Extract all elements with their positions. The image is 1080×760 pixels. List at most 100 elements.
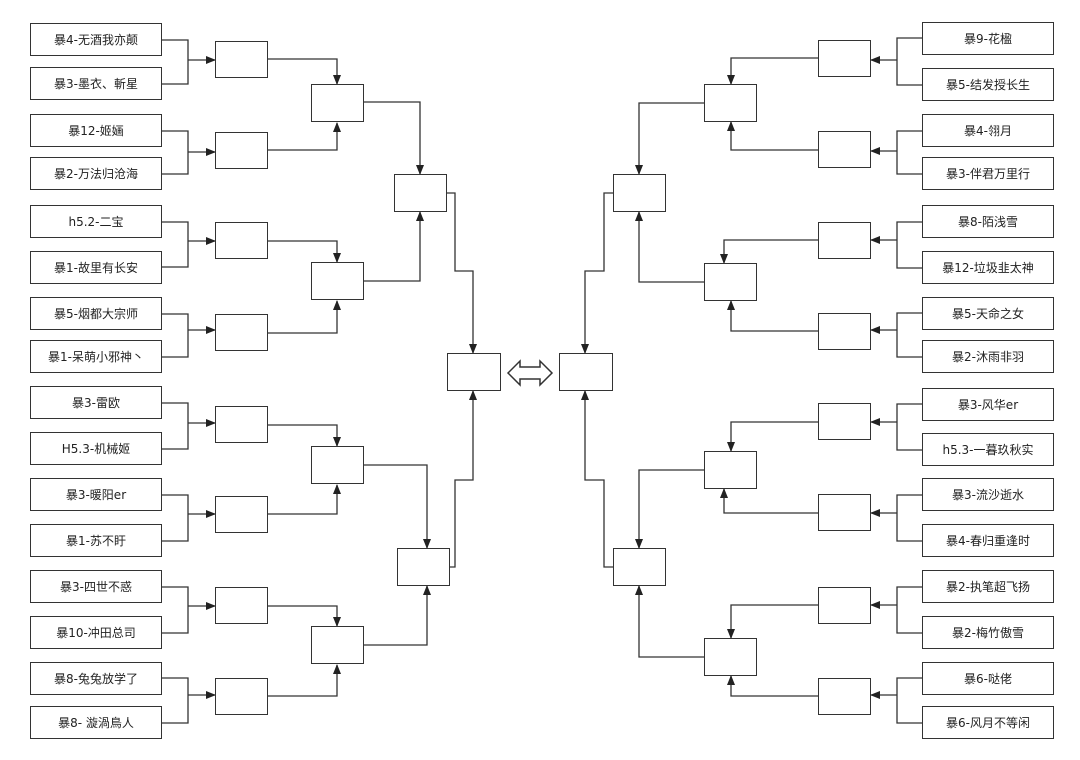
left-entrant-box: 暴4-无酒我亦颠 xyxy=(30,23,162,56)
right-round1-slot xyxy=(818,131,871,168)
bracket-arrow xyxy=(268,605,341,627)
left-round2-slot xyxy=(311,84,364,122)
right-entrant-box: 暴12-垃圾韭太神 xyxy=(922,251,1054,284)
right-entrant-box: 暴4-翎月 xyxy=(922,114,1054,147)
right-semifinal-slot xyxy=(613,174,666,212)
bracket-arrow xyxy=(447,192,477,354)
right-round1-slot xyxy=(818,40,871,77)
right-entrant-box: 暴3-流沙逝水 xyxy=(922,478,1054,511)
left-entrant-box: 暴12-姬婳 xyxy=(30,114,162,147)
bracket-arrow xyxy=(268,122,341,151)
right-entrant-box: 暴5-天命之女 xyxy=(922,297,1054,330)
right-entrant-box: 暴6-风月不等闲 xyxy=(922,706,1054,739)
bracket-arrow xyxy=(364,464,431,549)
left-round1-slot xyxy=(215,314,268,351)
right-entrant-box: 暴5-结发授长生 xyxy=(922,68,1054,101)
bracket-line xyxy=(896,130,922,175)
right-round1-slot xyxy=(818,313,871,350)
right-round2-slot xyxy=(704,451,757,489)
bracket-line xyxy=(896,586,922,634)
right-round1-slot xyxy=(818,587,871,624)
bracket-arrow xyxy=(268,300,341,334)
right-entrant-box: 暴6-哒佬 xyxy=(922,662,1054,695)
left-round2-slot xyxy=(311,446,364,484)
bracket-arrow xyxy=(450,390,477,568)
right-final-slot xyxy=(559,353,613,391)
bracket-arrow xyxy=(727,675,818,697)
double-arrow-icon xyxy=(506,359,554,387)
right-entrant-box: 暴3-风华er xyxy=(922,388,1054,421)
bracket-arrow xyxy=(268,484,341,515)
left-entrant-box: 暴3-暖阳er xyxy=(30,478,162,511)
bracket-arrow xyxy=(727,300,818,332)
bracket-line xyxy=(896,312,922,358)
bracket-arrow xyxy=(720,488,818,514)
bracket-arrow xyxy=(268,424,341,447)
left-round1-slot xyxy=(215,496,268,533)
left-entrant-box: 暴10-冲田总司 xyxy=(30,616,162,649)
bracket-arrow xyxy=(364,585,431,646)
bracket-arrow xyxy=(635,585,704,658)
left-round1-slot xyxy=(215,587,268,624)
right-entrant-box: 暴9-花楹 xyxy=(922,22,1054,55)
right-entrant-box: 暴2-执笔超飞扬 xyxy=(922,570,1054,603)
right-entrant-box: 暴4-春归重逢时 xyxy=(922,524,1054,557)
bracket-arrow xyxy=(720,239,818,264)
bracket-line xyxy=(162,221,189,268)
bracket-arrow xyxy=(268,664,341,697)
bracket-line xyxy=(162,677,189,724)
left-round2-slot xyxy=(311,626,364,664)
bracket-arrow xyxy=(727,121,818,151)
left-entrant-box: 暴3-墨衣、斬星 xyxy=(30,67,162,100)
left-entrant-box: 暴8-兔兔放学了 xyxy=(30,662,162,695)
bracket-arrow xyxy=(364,211,424,282)
bracket-line xyxy=(162,130,189,175)
right-entrant-box: 暴3-伴君万里行 xyxy=(922,157,1054,190)
left-entrant-box: H5.3-机械姬 xyxy=(30,432,162,465)
bracket-arrow xyxy=(635,469,704,549)
bracket-arrow xyxy=(268,58,341,85)
left-round1-slot xyxy=(215,406,268,443)
left-round1-slot xyxy=(215,41,268,78)
bracket-line xyxy=(162,586,189,634)
left-round2-slot xyxy=(311,262,364,300)
left-final-slot xyxy=(447,353,501,391)
bracket-arrow xyxy=(635,211,704,283)
bracket-arrow xyxy=(364,101,424,175)
left-entrant-box: 暴5-烟都大宗师 xyxy=(30,297,162,330)
left-entrant-box: 暴2-万法归沧海 xyxy=(30,157,162,190)
bracket-line xyxy=(896,403,922,451)
right-round1-slot xyxy=(818,403,871,440)
right-round1-slot xyxy=(818,494,871,531)
bracket-arrow xyxy=(727,604,818,639)
bracket-line xyxy=(162,313,189,358)
left-round1-slot xyxy=(215,222,268,259)
left-entrant-box: 暴3-四世不惑 xyxy=(30,570,162,603)
right-round2-slot xyxy=(704,263,757,301)
bracket-arrow xyxy=(581,390,613,568)
bracket-line xyxy=(162,494,189,542)
left-semifinal-slot xyxy=(397,548,450,586)
bracket-arrow xyxy=(581,192,613,354)
right-semifinal-slot xyxy=(613,548,666,586)
left-entrant-box: 暴1-苏不盱 xyxy=(30,524,162,557)
left-entrant-box: 暴1-故里有长安 xyxy=(30,251,162,284)
bracket-arrow xyxy=(727,57,818,85)
left-entrant-box: 暴8- 漩渦鳥人 xyxy=(30,706,162,739)
bracket-line xyxy=(896,677,922,724)
left-entrant-box: 暴1-呆萌小邪神丶 xyxy=(30,340,162,373)
left-round1-slot xyxy=(215,678,268,715)
right-entrant-box: h5.3-一暮玖秋实 xyxy=(922,433,1054,466)
bracket-line xyxy=(162,39,189,85)
left-semifinal-slot xyxy=(394,174,447,212)
bracket-line xyxy=(896,37,922,86)
bracket-arrow xyxy=(727,421,818,452)
right-round1-slot xyxy=(818,678,871,715)
bracket-line xyxy=(162,402,189,450)
bracket-line xyxy=(896,221,922,269)
left-entrant-box: 暴3-雷欧 xyxy=(30,386,162,419)
right-entrant-box: 暴8-陌浅雪 xyxy=(922,205,1054,238)
right-round2-slot xyxy=(704,84,757,122)
right-round1-slot xyxy=(818,222,871,259)
bracket-line xyxy=(896,494,922,542)
